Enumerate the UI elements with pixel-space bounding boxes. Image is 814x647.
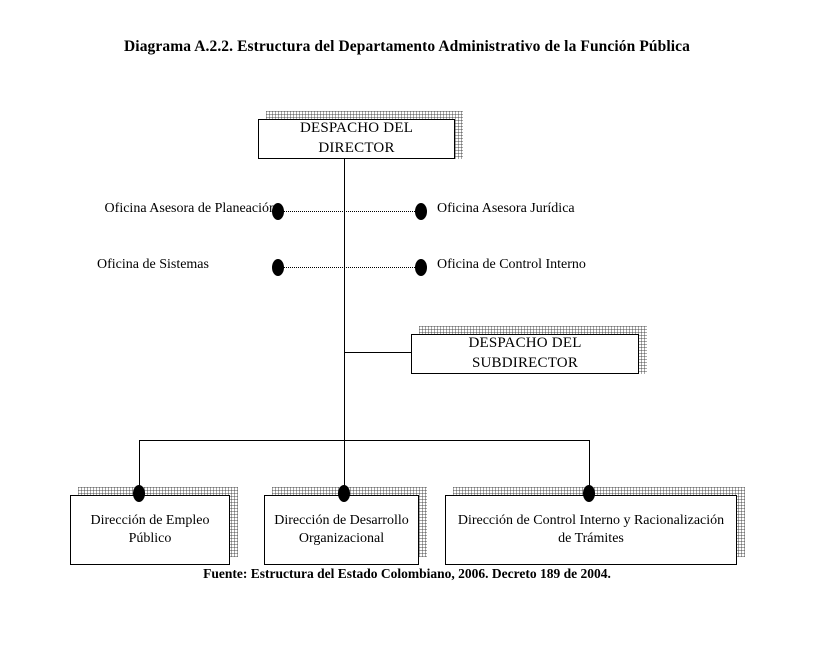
node-bullet-desarrollo-organizacional[interactable] [338, 485, 350, 502]
staff-label-oficina-asesora-juridica: Oficina Asesora Jurídica [437, 201, 575, 216]
connector-staff-row-1 [284, 211, 421, 212]
empleo-publico-line-2: Público [128, 531, 172, 546]
connector-distribution-bar [139, 440, 590, 441]
connector-to-subdirector [344, 352, 412, 353]
staff-label-oficina-de-control-interno: Oficina de Control Interno [437, 257, 586, 272]
staff-bullet-oficina-asesora-de-planeacion[interactable] [272, 203, 284, 220]
connector-leg-empleo-publico [139, 440, 140, 493]
node-despacho-del-subdirector[interactable]: DESPACHO DEL SUBDIRECTOR [411, 334, 639, 374]
node-despacho-del-director[interactable]: DESPACHO DEL DIRECTOR [258, 119, 455, 159]
connector-leg-control-interno [589, 440, 590, 493]
node-bullet-control-interno[interactable] [583, 485, 595, 502]
empleo-publico-line-1: Dirección de Empleo [90, 512, 210, 528]
page-title: Diagrama A.2.2. Estructura del Departame… [124, 38, 690, 55]
connector-staff-row-2 [284, 267, 421, 268]
control-interno-box-label: Dirección de Control Interno y Racionali… [452, 512, 730, 549]
control-interno-line-1: Dirección de Control Interno y Racionali… [457, 512, 725, 528]
desarrollo-organizacional-box-label: Dirección de Desarrollo Organizacional [268, 512, 415, 549]
node-bullet-empleo-publico[interactable] [133, 485, 145, 502]
node-direccion-de-desarrollo-organizacional[interactable]: Dirección de Desarrollo Organizacional [264, 495, 419, 565]
source-note: Fuente: Estructura del Estado Colombiano… [203, 566, 611, 581]
connector-director-trunk [344, 159, 345, 440]
node-direccion-de-control-interno-y-racionalizacion-de-tramites[interactable]: Dirección de Control Interno y Racionali… [445, 495, 737, 565]
staff-label-oficina-de-sistemas: Oficina de Sistemas [97, 257, 209, 272]
desarrollo-organizacional-line-1: Dirección de Desarrollo [274, 512, 409, 528]
staff-bullet-oficina-de-sistemas[interactable] [272, 259, 284, 276]
empleo-publico-box-label: Dirección de Empleo Público [85, 512, 216, 549]
staff-bullet-oficina-de-control-interno[interactable] [415, 259, 427, 276]
control-interno-line-2: de Trámites [558, 531, 624, 546]
subdirector-box-label: DESPACHO DEL SUBDIRECTOR [468, 335, 582, 371]
node-direccion-de-empleo-publico[interactable]: Dirección de Empleo Público [70, 495, 230, 565]
director-box-label: DESPACHO DEL DIRECTOR [299, 120, 414, 156]
staff-bullet-oficina-asesora-juridica[interactable] [415, 203, 427, 220]
connector-leg-desarrollo-organizacional [344, 440, 345, 493]
desarrollo-organizacional-line-2: Organizacional [298, 531, 385, 546]
staff-label-oficina-asesora-de-planeacion: Oficina Asesora de Planeación [104, 201, 276, 216]
